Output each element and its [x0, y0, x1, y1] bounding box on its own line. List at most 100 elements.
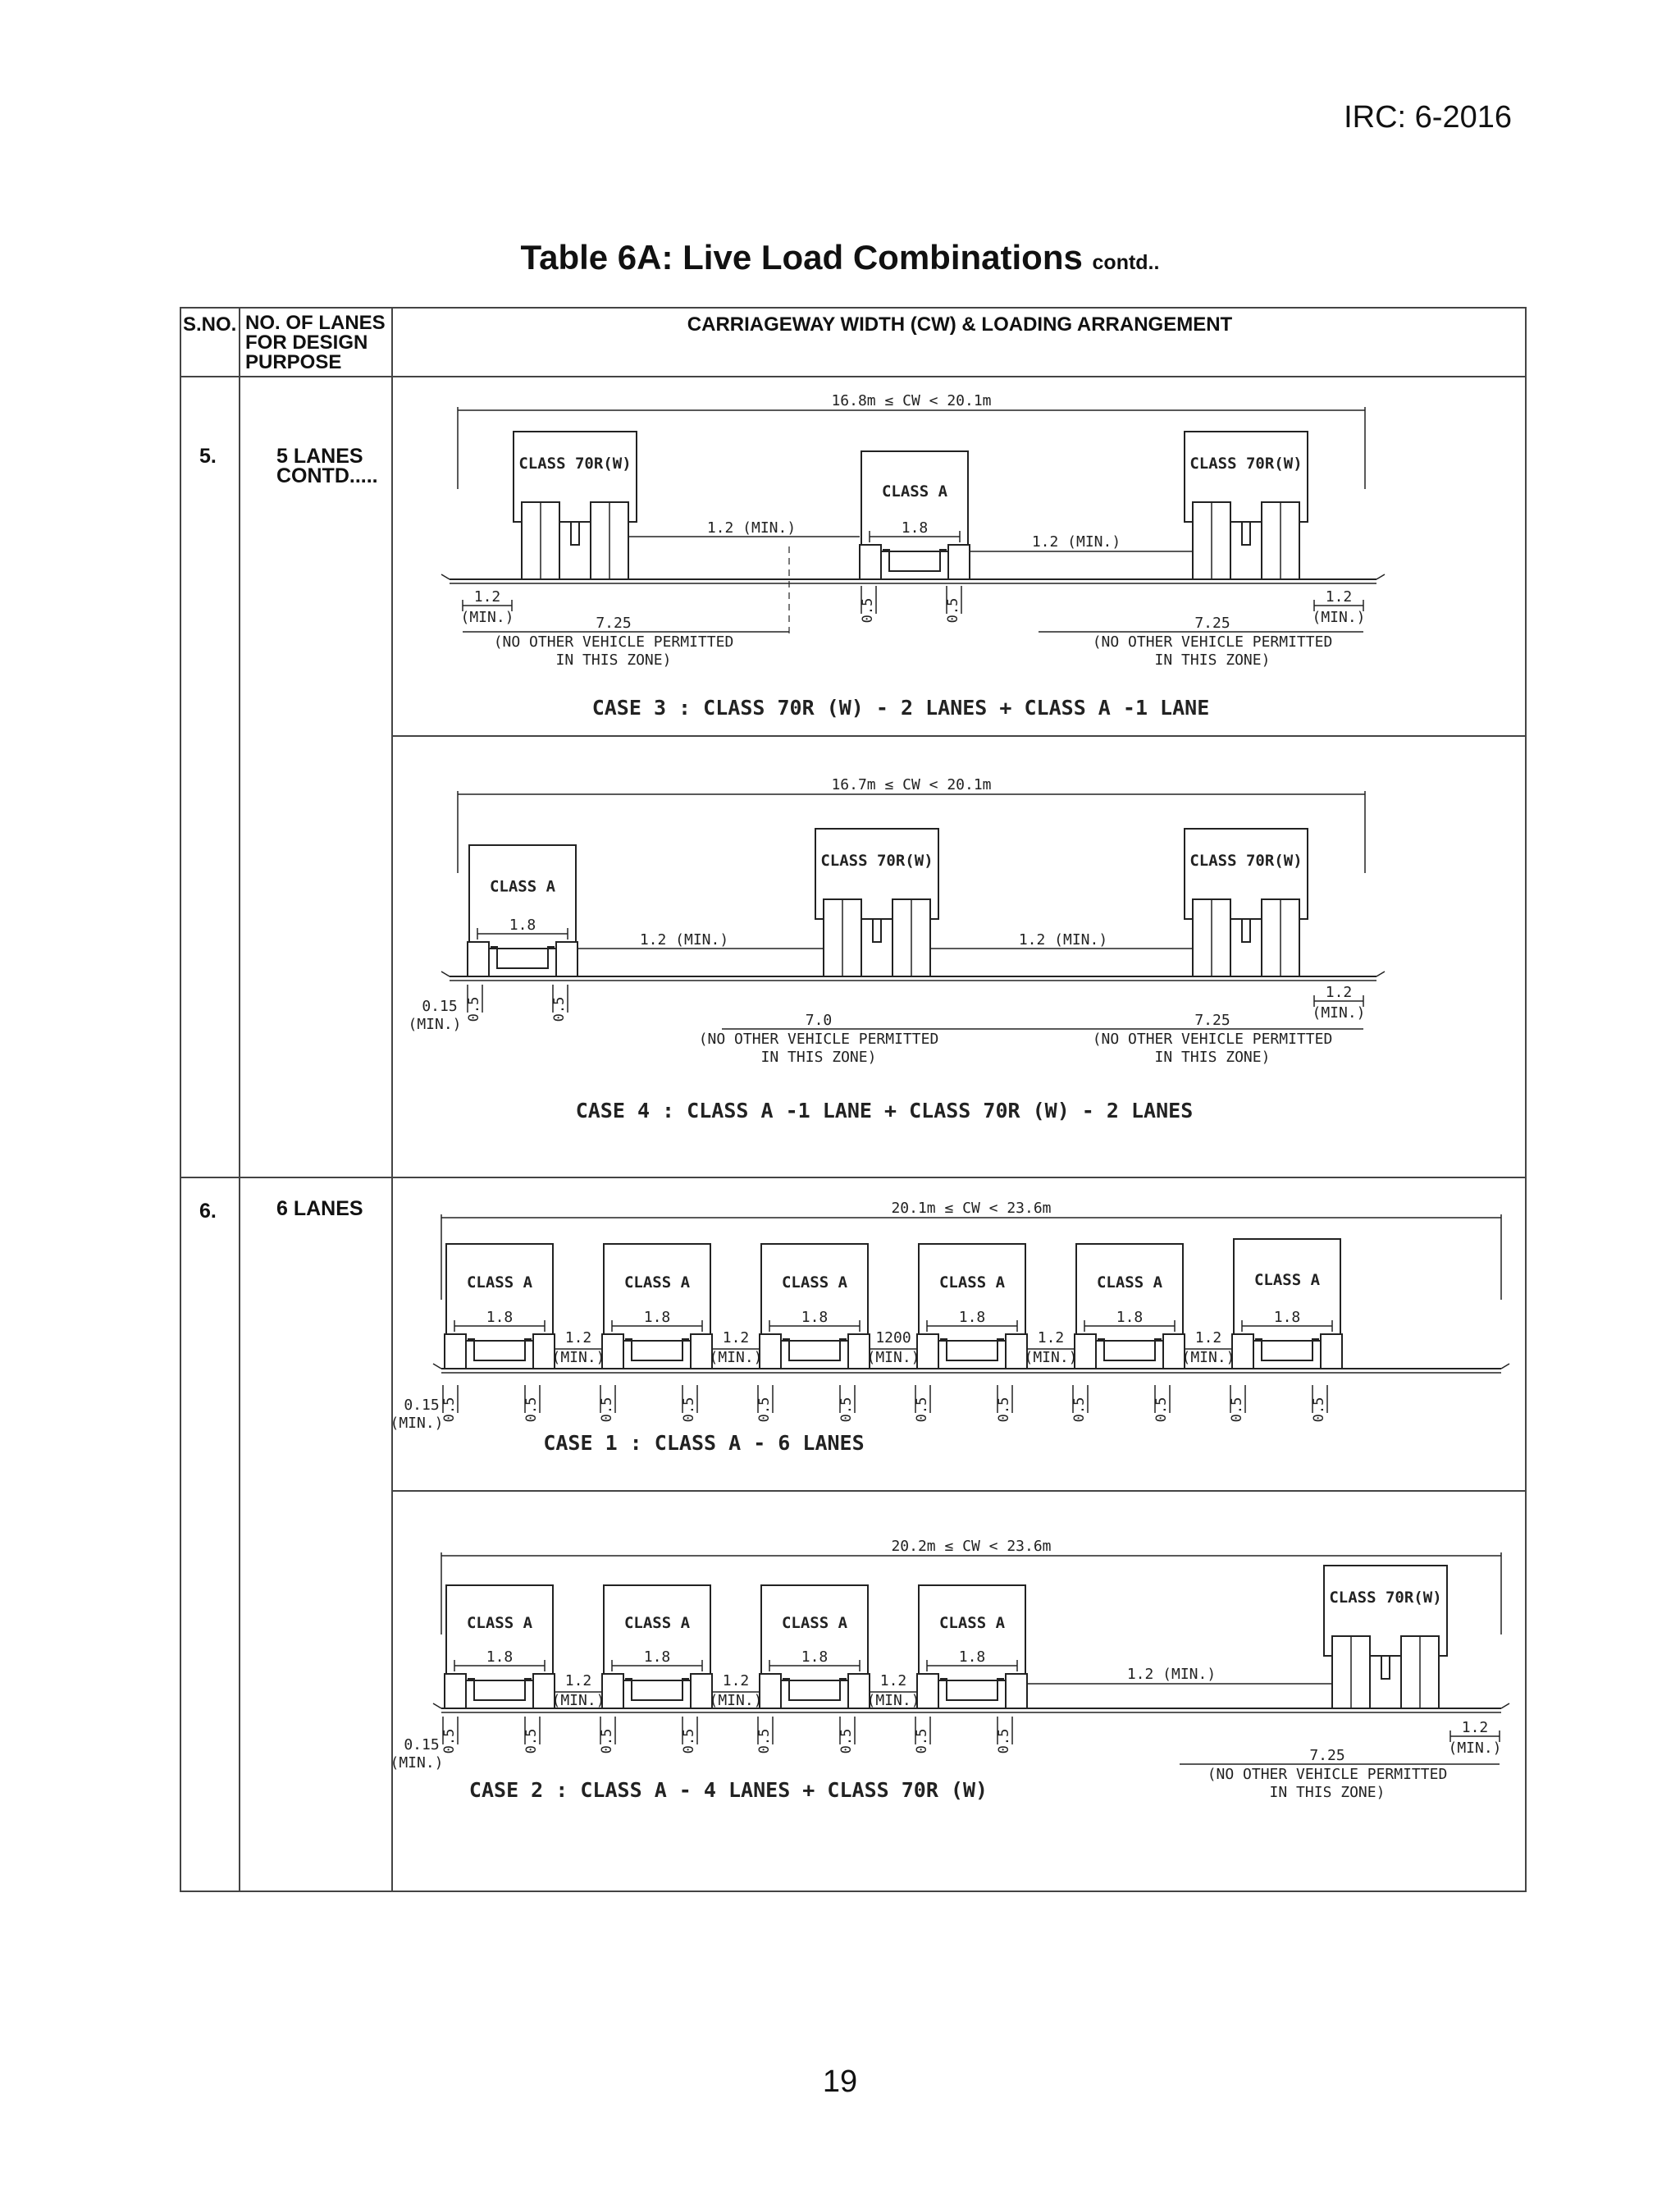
dimension-label: 1.2	[880, 1672, 907, 1689]
class-a-vehicle	[760, 1584, 869, 1681]
case-divider	[391, 735, 1525, 737]
wheel-width-label: 0.5	[756, 1397, 773, 1423]
wheel	[444, 1673, 467, 1709]
dimension-label: 1.8	[902, 519, 929, 537]
wheel	[1005, 1673, 1028, 1709]
dimension-label: 1.2	[1462, 1719, 1489, 1736]
case-caption: CASE 2 : CLASS A - 4 LANES + CLASS 70R (…	[469, 1778, 988, 1802]
wheel-width-label: 0.5	[681, 1397, 697, 1423]
road-edge	[441, 971, 450, 977]
axle	[883, 549, 947, 572]
axle	[783, 1338, 847, 1361]
class-a-vehicle	[603, 1584, 711, 1681]
wheel	[601, 1673, 624, 1709]
class-a-vehicle	[760, 1243, 869, 1342]
zone-note: IN THIS ZONE)	[761, 1049, 877, 1066]
class-a-vehicle	[918, 1243, 1026, 1342]
wheel	[1074, 1333, 1097, 1369]
wheel	[1005, 1333, 1028, 1369]
axle	[468, 1338, 532, 1361]
axle	[940, 1678, 1004, 1701]
wheel	[859, 544, 882, 580]
case-caption: CASE 4 : CLASS A -1 LANE + CLASS 70R (W)…	[576, 1099, 1194, 1122]
wheel-width-label: 0.5	[914, 1397, 930, 1423]
vehicle-label: CLASS A	[467, 1614, 533, 1632]
page-number: 19	[822, 2064, 858, 2099]
class-a-vehicle	[603, 1243, 711, 1342]
dimension-label: 0.15	[422, 998, 457, 1015]
dimension-label: 1.8	[509, 917, 536, 934]
wheel-width-label: 0.5	[441, 1729, 458, 1754]
carriageway-width-label: 16.7m ≤ CW < 20.1m	[831, 776, 991, 793]
vehicle-label: CLASS A	[1097, 1273, 1163, 1292]
dimension-label: 7.25	[1194, 1012, 1230, 1029]
dimension-label: 1.8	[486, 1648, 514, 1666]
carriageway-width-label: 16.8m ≤ CW < 20.1m	[831, 392, 991, 409]
header-arrangement: CARRIAGEWAY WIDTH (CW) & LOADING ARRANGE…	[687, 313, 1233, 336]
wheel	[690, 1673, 713, 1709]
axle	[1241, 919, 1251, 943]
road-edge	[1376, 574, 1386, 580]
zone-note: (NO OTHER VEHICLE PERMITTED	[1093, 633, 1333, 651]
wheel	[847, 1673, 870, 1709]
zone-note: (NO OTHER VEHICLE PERMITTED	[494, 633, 734, 651]
wheel-width-label: 0.5	[599, 1397, 615, 1423]
wheel-width-label: 0.5	[466, 997, 482, 1022]
axle	[625, 1678, 689, 1701]
dimension-label: (MIN.)	[866, 1349, 920, 1366]
dimension-label: 1.8	[801, 1648, 829, 1666]
vehicle-label: CLASS A	[882, 482, 948, 501]
dimension-label: 1.2	[565, 1329, 592, 1346]
vehicle-label: CLASS 70R(W)	[1329, 1589, 1441, 1607]
table-title: Table 6A: Live Load Combinations contd..	[0, 238, 1680, 277]
dimension-label: 1.8	[959, 1648, 986, 1666]
axle	[468, 1678, 532, 1701]
axle	[1098, 1338, 1162, 1361]
vehicle-label: CLASS 70R(W)	[518, 455, 631, 473]
row-5-lanes: 5 LANES CONTD.....	[276, 445, 378, 487]
dimension-label: 1.2 (MIN.)	[1032, 533, 1121, 551]
column-divider	[239, 309, 240, 1891]
class-a-vehicle	[918, 1584, 1026, 1681]
wheel	[1162, 1333, 1185, 1369]
wheel-width-label: 0.5	[756, 1729, 773, 1754]
dimension-label: 1.2 (MIN.)	[640, 931, 728, 949]
class-a-vehicle	[468, 844, 577, 949]
case-caption: CASE 3 : CLASS 70R (W) - 2 LANES + CLASS…	[592, 696, 1210, 720]
dimension-label: 1.2	[1038, 1329, 1065, 1346]
axle	[872, 919, 882, 943]
wheel	[947, 544, 970, 580]
wheel	[532, 1333, 555, 1369]
road-edge	[441, 574, 450, 580]
dimension-label: (MIN.)	[551, 1349, 605, 1366]
wheel-width-label: 0.5	[996, 1397, 1012, 1423]
wheel-width-label: 0.5	[945, 598, 961, 624]
dimension-label: (MIN.)	[866, 1692, 920, 1709]
dimension-label: 7.0	[806, 1012, 833, 1029]
vehicle-label: CLASS A	[490, 878, 556, 896]
header-divider	[181, 376, 1525, 377]
dimension-label: 1.2	[1326, 984, 1353, 1001]
class-a-vehicle	[861, 450, 969, 552]
wheel	[444, 1333, 467, 1369]
axle	[625, 1338, 689, 1361]
dimension-label: 1.8	[801, 1309, 829, 1326]
zone-note: (NO OTHER VEHICLE PERMITTED	[699, 1031, 939, 1048]
road-edge	[1500, 1703, 1510, 1709]
carriageway-width-label: 20.2m ≤ CW < 23.6m	[891, 1538, 1051, 1555]
axle	[1241, 522, 1251, 546]
dimension-label: 1.2	[723, 1672, 750, 1689]
road-edge	[1500, 1363, 1510, 1369]
dimension-label: 1.2	[723, 1329, 750, 1346]
dimension-label: (MIN.)	[1312, 1004, 1365, 1022]
dimension-label: (MIN.)	[1448, 1740, 1501, 1757]
dimension-label: 1.8	[486, 1309, 514, 1326]
wheel	[759, 1673, 782, 1709]
dimension-label: 0.15	[404, 1397, 439, 1414]
header-lanes: NO. OF LANES FOR DESIGN PURPOSE	[245, 312, 386, 373]
table-title-main: Table 6A: Live Load Combinations	[520, 238, 1083, 277]
dimension-label: (MIN.)	[392, 1754, 444, 1772]
